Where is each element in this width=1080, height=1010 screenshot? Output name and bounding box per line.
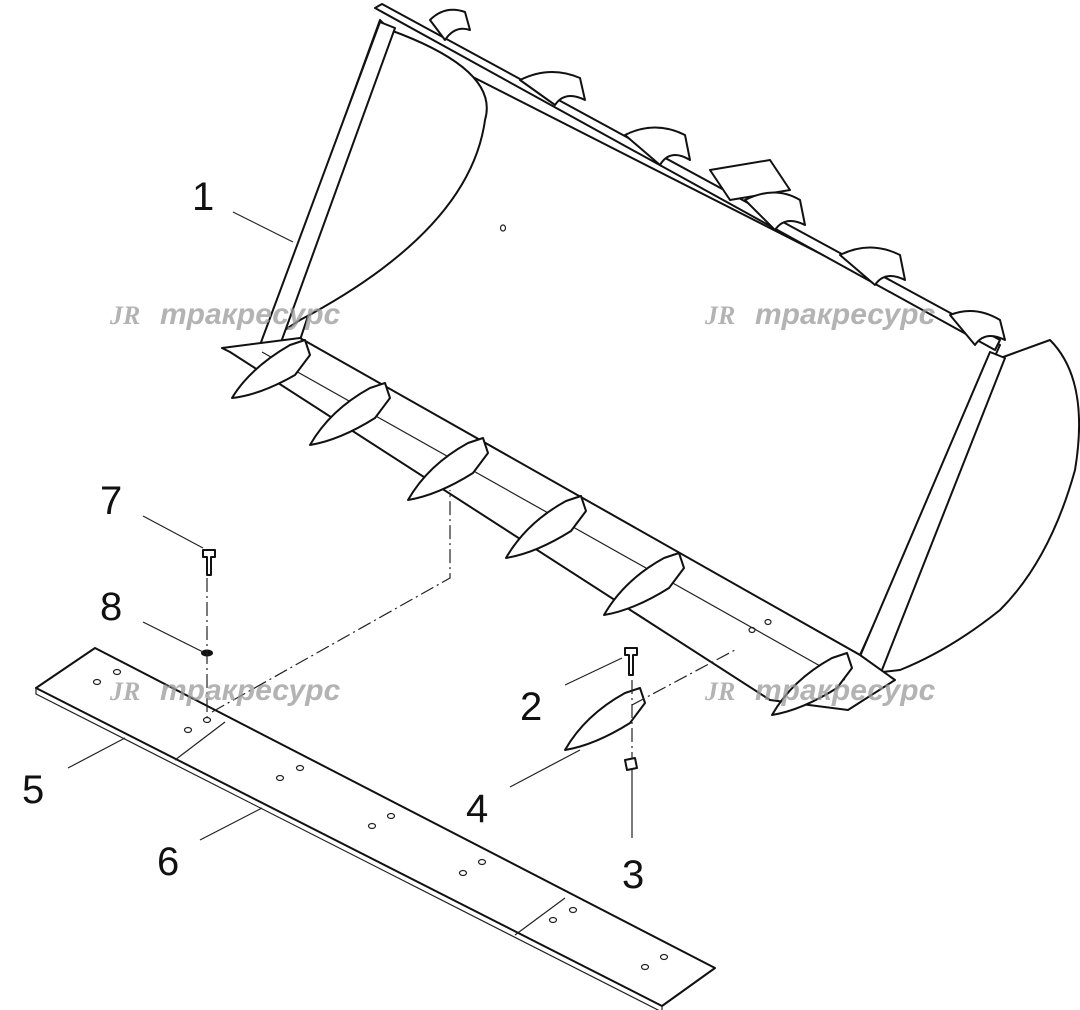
assembly-lines <box>206 490 736 758</box>
watermark-bottom-left: JR тракресурс <box>109 674 341 707</box>
watermark-logo: JR <box>704 301 735 330</box>
callout-8: 8 <box>100 585 122 629</box>
callout-5: 5 <box>22 768 44 812</box>
watermark-logo: JR <box>109 301 140 330</box>
cutting-edge-holes <box>92 668 669 971</box>
watermark-text: тракресурс <box>160 674 341 707</box>
bucket-teeth <box>231 339 853 716</box>
cutting-edge <box>35 647 716 1010</box>
watermark-text: тракресурс <box>755 298 936 331</box>
watermark-logo: JR <box>704 677 735 706</box>
callout-6: 6 <box>157 840 179 884</box>
callout-3: 3 <box>622 853 644 897</box>
callout-2: 2 <box>520 685 542 729</box>
watermark-text: тракресурс <box>755 674 936 707</box>
watermark-logo: JR <box>109 677 140 706</box>
callout-7: 7 <box>100 479 122 523</box>
tooth-assembly <box>564 647 646 771</box>
watermark-top-left: JR тракресурс <box>109 298 341 331</box>
bucket <box>221 3 1080 716</box>
bolt-and-washer <box>201 549 216 657</box>
watermark-bottom-right: JR тракресурс <box>704 674 936 707</box>
callout-1: 1 <box>192 175 214 219</box>
watermark-top-right: JR тракресурс <box>704 298 936 331</box>
watermark-text: тракресурс <box>160 298 341 331</box>
callout-4: 4 <box>466 787 488 831</box>
leader-lines <box>67 211 633 841</box>
